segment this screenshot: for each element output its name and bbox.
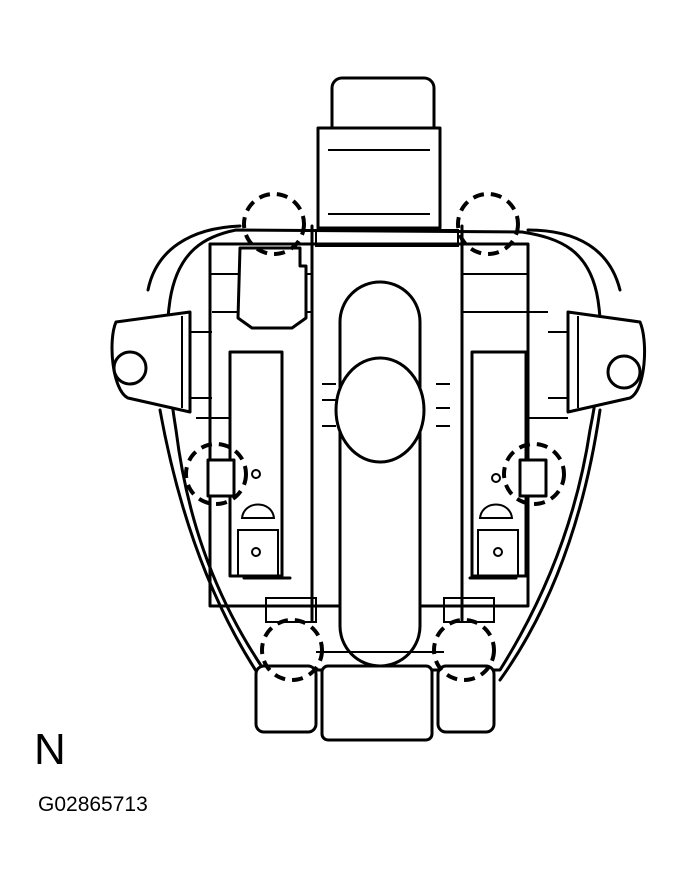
left-mount-tab xyxy=(110,310,212,414)
bottom-connectors xyxy=(242,576,518,742)
left-module xyxy=(206,350,284,578)
right-mount-tab xyxy=(548,310,647,414)
upper-left-clip xyxy=(236,246,308,330)
callout-top-right xyxy=(456,192,520,256)
callout-top-left xyxy=(242,192,306,256)
callout-bottom-left xyxy=(260,618,324,682)
right-module xyxy=(470,350,548,578)
top-connector xyxy=(316,76,442,230)
clip-callouts xyxy=(184,192,566,682)
callout-mid-left xyxy=(184,442,248,506)
figure-code: G02865713 xyxy=(38,793,148,816)
callout-mid-right xyxy=(502,442,566,506)
center-slider xyxy=(322,280,450,668)
callout-bottom-right xyxy=(432,618,496,682)
view-letter: N xyxy=(34,725,66,774)
